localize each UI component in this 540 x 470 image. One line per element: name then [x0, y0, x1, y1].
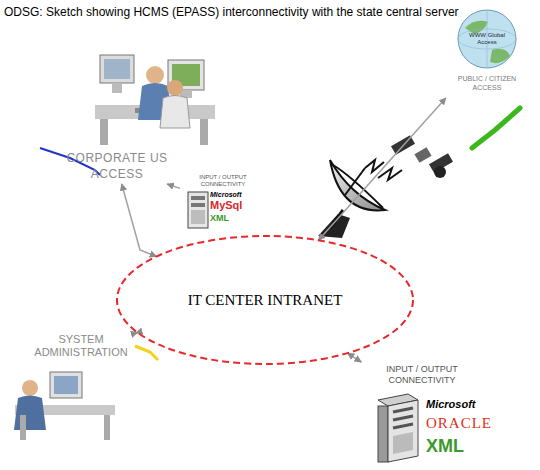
- public-access: WWW Global AccessPUBLIC / CITIZEN ACCESS: [440, 6, 534, 98]
- flow-arrow: [136, 332, 138, 334]
- flow-arrow: [122, 184, 157, 257]
- node-text: XML: [210, 213, 229, 223]
- oracle-server: INPUT / OUTPUT CONNECTIVITY MicrosoftORAC…: [360, 362, 524, 466]
- node-text: IT CENTER INTRANET: [188, 292, 343, 309]
- node-text: XML: [426, 436, 464, 457]
- flow-arrow: [318, 98, 445, 240]
- node-text: INPUT / OUTPUT CONNECTIVITY: [372, 364, 472, 386]
- node-text: ORACLE: [426, 415, 492, 432]
- node-text: INPUT / OUTPUT CONNECTIVITY: [188, 174, 258, 188]
- flow-arrow: [167, 184, 180, 188]
- node-text: Microsoft: [210, 191, 242, 198]
- corporate-users-figure: [95, 55, 215, 145]
- access-label: CORPORATE US ACCESS: [60, 150, 174, 184]
- node-text: Microsoft: [426, 398, 476, 410]
- satellite: [391, 135, 453, 178]
- diagram-title: ODSG: Sketch showing HCMS (EPASS) interc…: [4, 5, 459, 19]
- flow-arrow: [348, 353, 362, 362]
- green-stroke: [472, 108, 520, 148]
- node-text: PUBLIC / CITIZEN ACCESS: [452, 74, 522, 92]
- node-text: MySql: [210, 199, 242, 211]
- admin-label: SYSTEM ADMINISTRATION: [26, 333, 136, 361]
- mysql-server: INPUT / OUTPUT CONNECTIVITY MicrosoftMySq…: [180, 174, 266, 232]
- system-admin-figure: [14, 372, 115, 440]
- yellow-stroke: [135, 346, 158, 360]
- intranet-ellipse: IT CENTER INTRANET: [115, 234, 415, 366]
- node-text: WWW Global Access: [465, 32, 509, 46]
- node-text: CORPORATE US ACCESS: [60, 150, 174, 182]
- node-text: SYSTEM ADMINISTRATION: [26, 333, 136, 359]
